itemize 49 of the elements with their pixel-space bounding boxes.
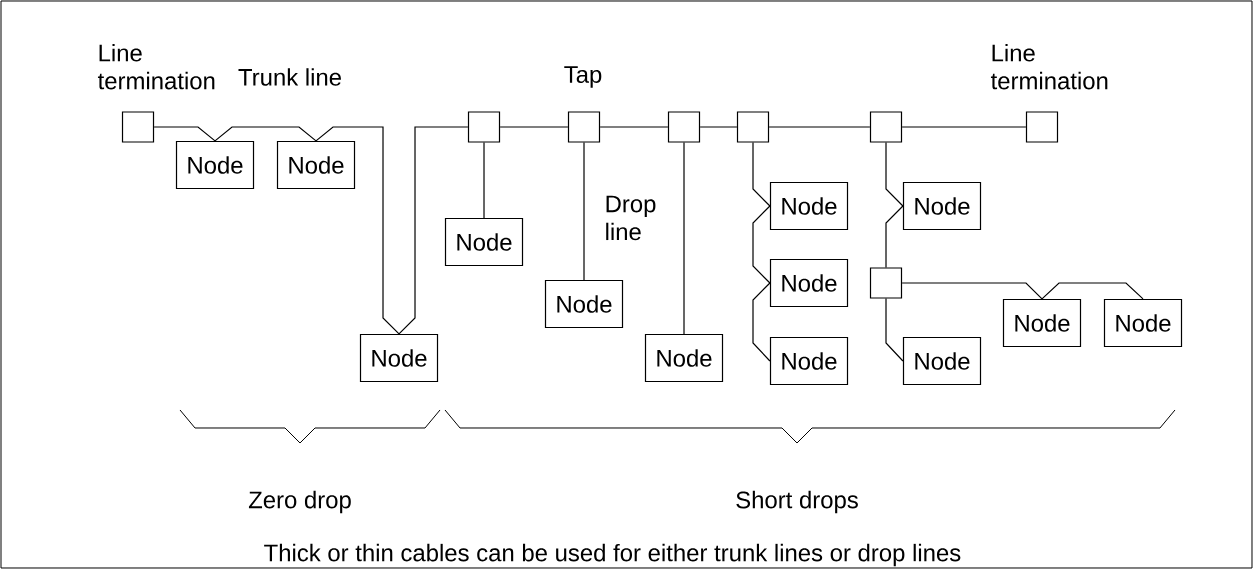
cable-line [885, 205, 904, 268]
node-box: Node [1002, 298, 1082, 348]
cable-line [683, 142, 685, 335]
node-box: Node [359, 333, 439, 383]
cable-line [398, 126, 469, 335]
small-square [869, 111, 903, 143]
cable-line [583, 142, 585, 281]
small-square [467, 111, 501, 143]
part-label: Drop line [606, 195, 656, 241]
side-label: Line termination [990, 43, 1108, 90]
node-box: Node [902, 181, 982, 231]
small-square [1025, 111, 1059, 143]
node-box: Node [544, 279, 624, 329]
caption: Thick or thin cables can be used for either trunk lines or drop lines [264, 543, 961, 567]
cable-line [768, 126, 871, 128]
cable-line [315, 126, 400, 335]
node-box: Node [902, 336, 982, 386]
cable-line [752, 142, 771, 207]
small-square [869, 267, 903, 299]
cable-line [214, 126, 317, 142]
small-square [121, 111, 155, 143]
part-label: Trunk line [238, 68, 341, 86]
small-square [736, 111, 770, 143]
cable-line [752, 282, 771, 362]
cable-line [483, 142, 485, 219]
cable-line [1041, 282, 1144, 300]
cable-line [885, 142, 904, 207]
node-box: Node [769, 181, 849, 231]
node-box: Node [1103, 298, 1183, 348]
cable-line [599, 126, 669, 128]
side-label: Line termination [97, 43, 215, 90]
cable-line [885, 298, 904, 362]
cable-line [901, 126, 1027, 128]
node-box: Node [644, 333, 724, 383]
part-label: Tap [564, 66, 602, 88]
node-box: Node [175, 140, 255, 190]
node-box: Node [769, 336, 849, 386]
cable-line [499, 126, 569, 128]
cable-line [752, 205, 771, 284]
cable-line [153, 126, 216, 142]
node-box: Node [276, 140, 356, 190]
bracket-label: Short drops [736, 490, 858, 514]
cable-line [901, 282, 1043, 300]
cable-line [699, 126, 738, 128]
small-square [667, 111, 701, 143]
node-box: Node [769, 258, 849, 308]
node-box: Node [444, 217, 524, 267]
bracket-label: Zero drop [248, 490, 351, 514]
small-square [567, 111, 601, 143]
